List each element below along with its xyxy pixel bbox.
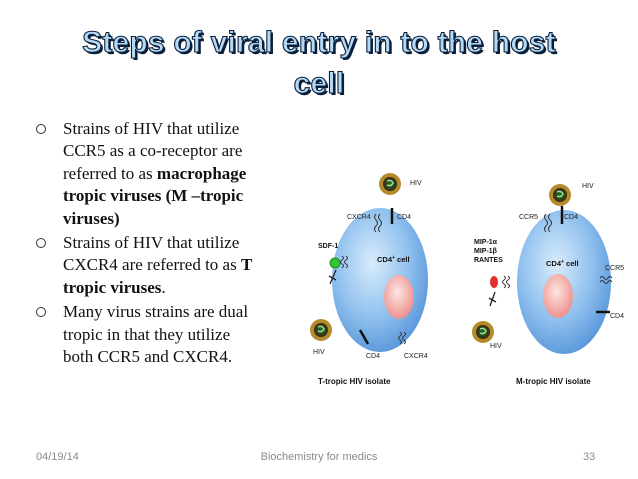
bullet-line: Strains of HIV that utilize xyxy=(63,232,304,254)
bullet-text: tropic in that they utilize xyxy=(63,324,231,344)
bullet-circle-icon xyxy=(36,124,46,134)
right-cell-label: CD4+ cell xyxy=(546,259,579,268)
chemokine-icon xyxy=(490,276,498,288)
hiv-coreceptor-figure: CD4+ cell HIV CXCR4 CD4 SDF-1 HIV CD4 CX… xyxy=(310,173,624,386)
bullet-line: CXCR4 are referred to as T xyxy=(63,254,304,276)
bullet-line: CCR5 as a co-receptor are xyxy=(63,140,304,162)
bullet-circle-icon xyxy=(36,307,46,318)
cd4-receptor-bottom-icon xyxy=(358,329,370,345)
bullet-line: referred to as macrophage xyxy=(63,163,304,185)
bullet-line: viruses) xyxy=(63,208,304,230)
bullet-bold-text: tropic viruses (M –tropic xyxy=(63,186,244,206)
cd4-label-top: CD4 xyxy=(397,214,411,221)
bullet-text: Strains of HIV that utilize xyxy=(63,233,240,253)
block-cross-icon xyxy=(488,297,497,303)
bullet-bold-text: viruses) xyxy=(63,208,120,228)
bullet-line: both CCR5 and CXCR4. xyxy=(63,346,304,368)
bullet-text: . xyxy=(161,277,166,297)
bullet-text: both CCR5 and CXCR4. xyxy=(63,347,233,367)
bullet-bold-text: tropic viruses xyxy=(63,277,162,297)
bullet-circle-icon xyxy=(36,238,46,249)
bullet-text: CXCR4 are referred to as xyxy=(63,255,241,275)
left-cell-label: CD4+ cell xyxy=(377,255,410,264)
mip1a-label: MIP-1α xyxy=(474,239,498,246)
bullet-line: tropic viruses (M –tropic xyxy=(63,185,304,207)
ccr5-label-right: CCR5 xyxy=(605,265,624,272)
block-arrow-icon xyxy=(489,291,496,307)
hiv-label-top: HIV xyxy=(410,180,422,187)
sdf1-chemokine-icon xyxy=(329,257,341,269)
title-line-2: cell xyxy=(293,66,345,100)
cd4-label-top: CD4 xyxy=(564,214,578,221)
cd4-label-bottom: CD4 xyxy=(366,353,380,360)
left-caption: T-tropic HIV isolate xyxy=(318,377,391,386)
slide-title: Steps of viral entry in to the host cell xyxy=(20,22,618,104)
virus-icon xyxy=(549,184,571,206)
block-cross-icon xyxy=(328,275,337,281)
footer-center: Biochemistry for medics xyxy=(260,451,378,463)
mip1b-label: MIP-1β xyxy=(474,248,498,255)
right-panel: CD4+ cell HIV CCR5 CD4 MIP-1α MIP-1β RAN… xyxy=(472,183,624,386)
ccr5-receptor-right-icon xyxy=(599,276,613,284)
right-nucleus xyxy=(543,274,573,318)
hiv-label-top: HIV xyxy=(582,183,594,190)
receptor-coil-icon xyxy=(502,275,510,289)
ccr5-label-top: CCR5 xyxy=(519,214,538,221)
cd4-label-right: CD4 xyxy=(610,313,624,320)
bullet-line: tropic in that they utilize xyxy=(63,324,304,346)
hiv-label-bottom: HIV xyxy=(313,349,325,356)
block-arrow-icon xyxy=(329,269,337,285)
cxcr4-label-bottom: CXCR4 xyxy=(404,353,428,360)
bullet-line: tropic viruses. xyxy=(63,277,304,299)
virus-icon xyxy=(472,321,494,343)
bullet-text: referred to as xyxy=(63,163,157,183)
ccr5-receptor-icon xyxy=(544,213,552,233)
cxcr4-receptor-icon xyxy=(374,213,382,233)
left-nucleus xyxy=(384,275,414,319)
virus-icon xyxy=(310,319,332,341)
footer-page-number: 33 xyxy=(583,451,596,463)
left-cell xyxy=(332,208,428,352)
cxcr4-receptor-bottom-icon xyxy=(398,331,406,345)
title-line-1: Steps of viral entry in to the host xyxy=(82,25,557,59)
virus-icon xyxy=(379,173,401,195)
bullet-line: Many virus strains are dual xyxy=(63,301,304,323)
bullet-text: Strains of HIV that utilize xyxy=(63,119,240,138)
bullet-line: Strains of HIV that utilize xyxy=(63,118,304,140)
footer-date: 04/19/14 xyxy=(36,451,79,463)
bullet-text: CCR5 as a co-receptor are xyxy=(63,141,243,161)
left-panel: CD4+ cell HIV CXCR4 CD4 SDF-1 HIV CD4 CX… xyxy=(310,173,428,386)
bullet-bold-text: macrophage xyxy=(156,163,247,183)
sdf1-label: SDF-1 xyxy=(318,243,338,250)
receptor-coil-icon xyxy=(340,255,348,269)
bullet-text: Many virus strains are dual xyxy=(63,302,249,322)
hiv-label-bottom: HIV xyxy=(490,343,502,350)
rantes-label: RANTES xyxy=(474,257,503,264)
cxcr4-label-top: CXCR4 xyxy=(347,214,371,221)
bullet-bold-text: T xyxy=(240,255,253,275)
right-caption: M-tropic HIV isolate xyxy=(516,377,591,386)
